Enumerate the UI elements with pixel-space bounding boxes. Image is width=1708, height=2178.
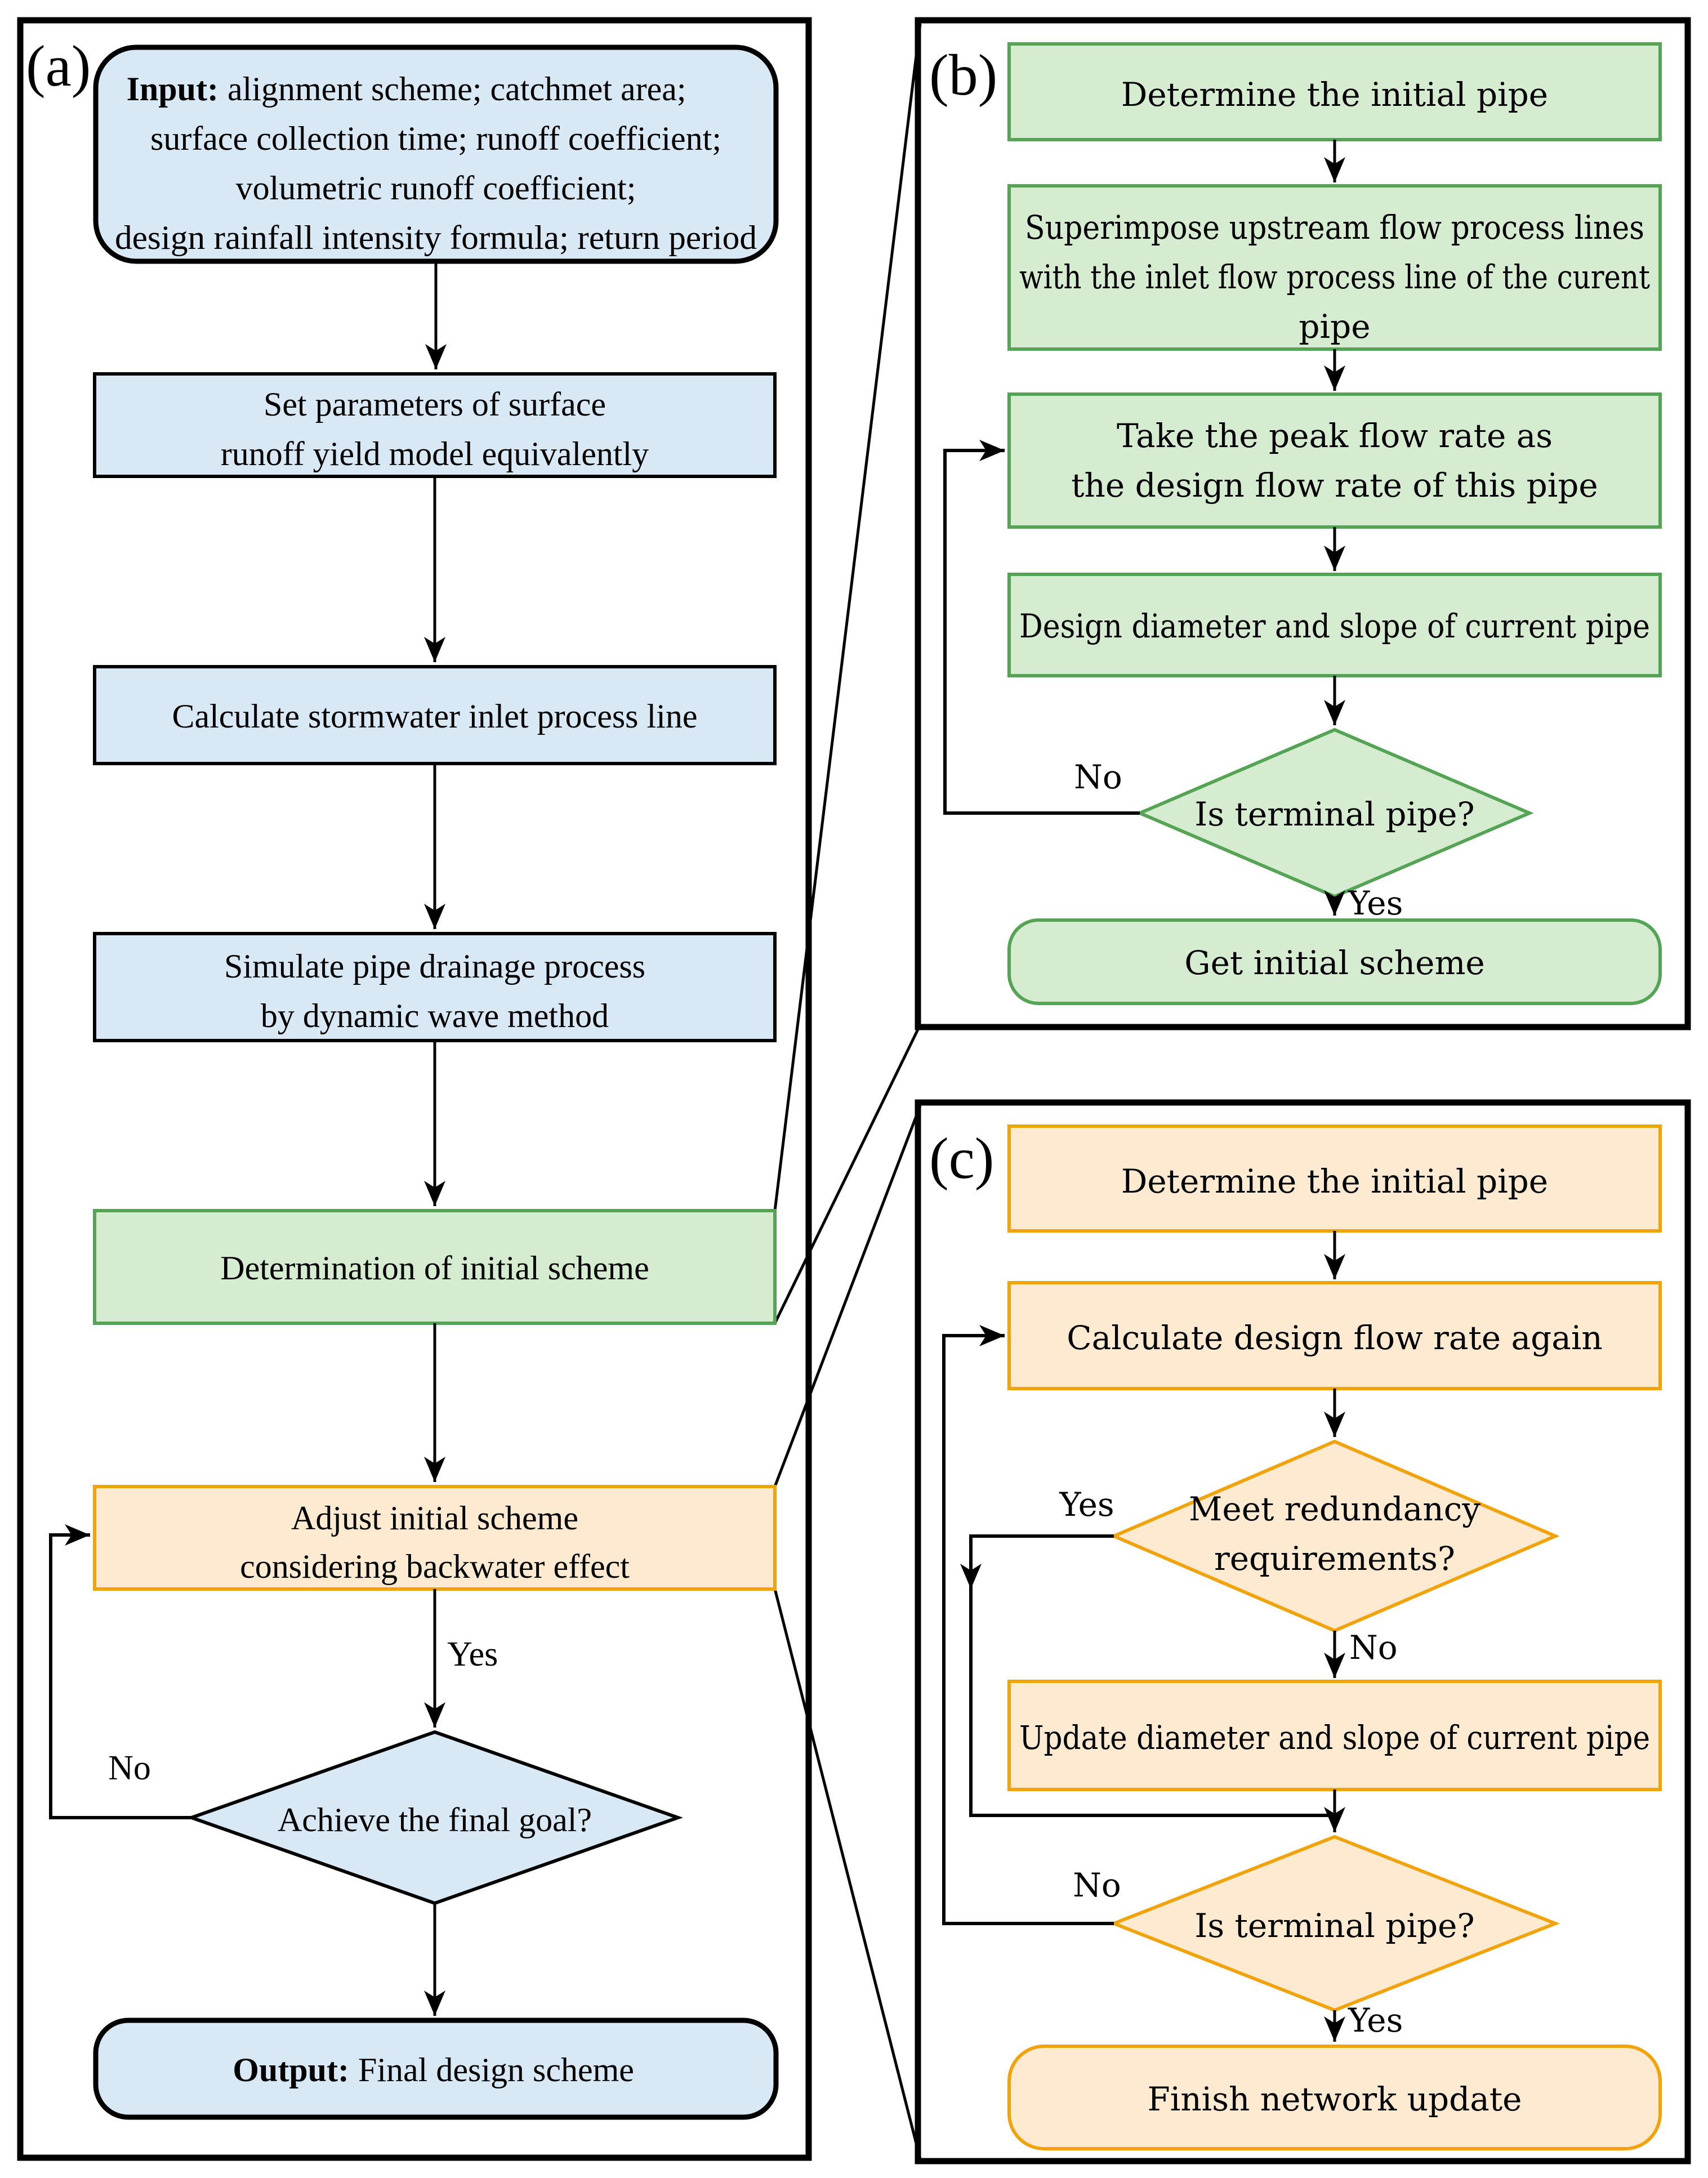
node-calculate-inlet-text: Calculate stormwater inlet process line (172, 698, 697, 735)
callout-line-green-to-b-top (773, 23, 922, 1211)
decision-achieve-goal-text: Achieve the final goal? (278, 1801, 592, 1838)
callout-line-green-to-b-bottom (773, 1024, 922, 1324)
b-node-determine-pipe (1007, 42, 1662, 141)
c-node-update-diameter (1007, 1680, 1662, 1791)
c-decision-terminal-pipe-text: Is terminal pipe? (1194, 1907, 1474, 1945)
label-yes-a: Yes (447, 1635, 498, 1673)
c-node-determine-pipe (1007, 1124, 1662, 1233)
c-node-finish-update (1007, 2045, 1662, 2150)
node-input-line4: design rainfall intensity formula; retur… (115, 219, 757, 256)
node-output-rest: Final design scheme (358, 2051, 634, 2088)
c-label-no-terminal: No (1073, 1866, 1121, 1904)
callout-line-orange-to-c-bottom (773, 1588, 922, 2159)
b-node-superimpose (1007, 184, 1662, 351)
node-adjust-scheme-line2: considering backwater effect (240, 1548, 630, 1585)
c-label-yes-redundancy: Yes (1059, 1485, 1114, 1524)
node-adjust-scheme-line1: Adjust initial scheme (291, 1499, 578, 1537)
c-yes-bypass-segment2 (969, 1589, 1334, 1817)
node-input-line3: volumetric runoff coefficient; (236, 169, 636, 207)
node-output-bold: Output: (233, 2051, 349, 2088)
label-no-a: No (108, 1749, 151, 1787)
node-adjust-scheme (93, 1485, 777, 1591)
c-node-determine-pipe-text: Determine the initial pipe (1121, 1162, 1548, 1200)
b-label-no: No (1074, 758, 1122, 796)
panel-a-label: (a) (26, 34, 91, 99)
node-set-parameters-line1: Set parameters of surface (264, 386, 606, 423)
panel-c-border (915, 1099, 1691, 2164)
node-output (93, 2018, 779, 2120)
b-node-determine-pipe-text: Determine the initial pipe (1121, 75, 1548, 114)
c-node-calculate-flow-text: Calculate design flow rate again (1067, 1319, 1602, 1357)
b-node-design-diameter (1007, 573, 1662, 677)
node-set-parameters (93, 372, 777, 478)
node-simulate-line1: Simulate pipe drainage process (224, 948, 645, 985)
b-node-superimpose-line1: Superimpose upstream flow process lines (1025, 208, 1644, 247)
node-set-parameters-line2: runoff yield model equivalently (221, 435, 649, 472)
b-node-design-diameter-text: Design diameter and slope of current pip… (1019, 607, 1650, 645)
panel-b-label: (b) (929, 43, 997, 108)
b-node-peak-flow-line2: the design flow rate of this pipe (1071, 466, 1598, 505)
b-loop-no-to-peak (943, 440, 1140, 815)
c-label-yes-terminal: Yes (1348, 2001, 1403, 2039)
node-determination-initial-scheme (93, 1209, 777, 1325)
b-node-peak-flow-line1: Take the peak flow rate as (1117, 417, 1553, 455)
b-label-yes: Yes (1348, 884, 1403, 922)
b-decision-terminal-pipe-text: Is terminal pipe? (1194, 795, 1474, 833)
c-label-no-redundancy: No (1349, 1628, 1398, 1667)
node-input-bold: Input: (127, 70, 218, 108)
node-simulate (93, 932, 777, 1042)
c-node-finish-update-text: Finish network update (1148, 2080, 1522, 2118)
b-node-get-initial-scheme (1007, 918, 1662, 1005)
loop-no-to-adjust (49, 1524, 191, 1819)
c-node-calculate-flow (1007, 1281, 1662, 1390)
b-node-peak-flow (1007, 392, 1662, 529)
panel-c-label: (c) (929, 1126, 994, 1191)
b-node-get-initial-scheme-text: Get initial scheme (1184, 944, 1485, 982)
node-determination-initial-scheme-text: Determination of initial scheme (220, 1249, 649, 1287)
b-node-superimpose-line3: pipe (1299, 307, 1370, 346)
c-decision-redundancy-line2: requirements? (1214, 1539, 1455, 1578)
b-node-superimpose-line2: with the inlet flow process line of the … (1019, 258, 1650, 296)
node-simulate-line2: by dynamic wave method (261, 997, 609, 1034)
c-loop-no-to-calculate (942, 1325, 1114, 1925)
callout-line-orange-to-c-top (773, 1105, 922, 1487)
c-decision-redundancy-line1: Meet redundancy (1189, 1490, 1480, 1528)
c-yes-bypass-segment1 (960, 1534, 1114, 1589)
c-node-update-diameter-text: Update diameter and slope of current pip… (1019, 1719, 1650, 1757)
node-input-line2: surface collection time; runoff coeffici… (150, 120, 721, 157)
node-input-line1: alignment scheme; catchmet area; (228, 70, 686, 108)
